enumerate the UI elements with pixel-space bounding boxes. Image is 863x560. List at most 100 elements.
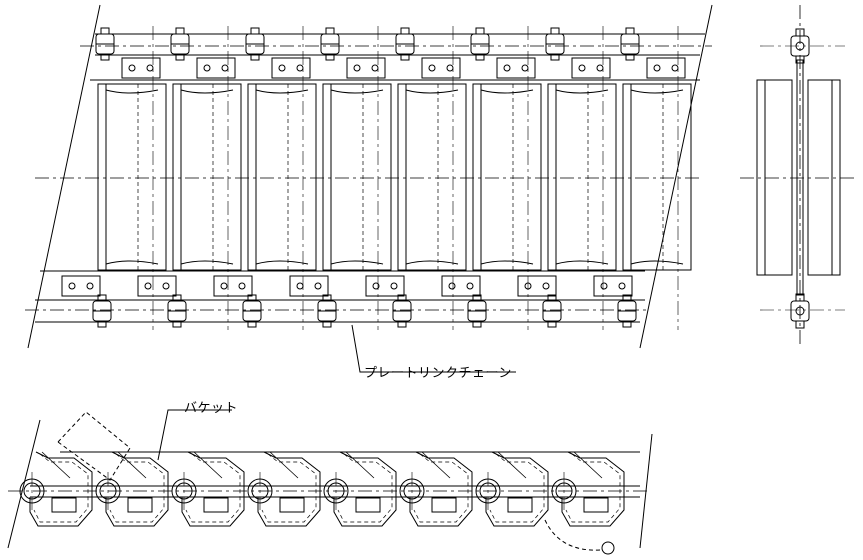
side-bucket [257, 451, 321, 527]
roller-hub [175, 53, 185, 61]
bucket-lug [127, 497, 153, 513]
bucket-lip [630, 260, 684, 265]
bucket-lug [583, 497, 609, 513]
plan-outline-right [639, 4, 713, 349]
pin-hole [446, 64, 454, 72]
bottom-link-plate [213, 275, 253, 297]
roller-hub [250, 27, 260, 35]
bucket-plate [172, 83, 242, 271]
roller-hub [550, 53, 560, 61]
pin-hole [671, 64, 679, 72]
bucket-plate [247, 83, 317, 271]
side-bucket-inner [109, 453, 165, 523]
side-bucket-inner [185, 453, 241, 523]
end-roller-pin [795, 41, 805, 51]
bucket-plate [322, 83, 392, 271]
roller-hub [325, 53, 335, 61]
bucket-lip [555, 89, 609, 94]
side-bucket [29, 451, 93, 527]
side-view [7, 411, 653, 555]
pin-hole [448, 282, 456, 290]
top-link-plate [646, 57, 686, 79]
bucket-diagonal [117, 451, 147, 479]
roller-hub [622, 294, 632, 302]
bucket-lip [330, 89, 384, 94]
leader-lines [157, 324, 516, 461]
pin-hole [600, 282, 608, 290]
end-roller-hub [795, 28, 805, 37]
pin-hole [466, 282, 474, 290]
pin-hole [146, 64, 154, 72]
pin-hole [596, 64, 604, 72]
small-roller [601, 541, 615, 555]
end-roller-hub [795, 55, 805, 64]
plate-link-chain-label: プレートリンクチェーン [364, 366, 512, 381]
bucket-lip [105, 89, 159, 94]
end-bucket-right [807, 79, 841, 276]
pin-hole [390, 282, 398, 290]
pin-hole [203, 64, 211, 72]
roller-hub [400, 53, 410, 61]
pin-hole [578, 64, 586, 72]
roller-hub [175, 27, 185, 35]
top-link-plate [196, 57, 236, 79]
bottom-link-plate [61, 275, 101, 297]
top-link-plate [421, 57, 461, 79]
roller-hub [547, 294, 557, 302]
roller-hub [625, 27, 635, 35]
roller-hub [100, 53, 110, 61]
bucket-diagonal [41, 451, 71, 479]
roller-hub [322, 320, 332, 328]
pin-hole [238, 282, 246, 290]
roller-hub [547, 320, 557, 328]
bucket-lip [330, 260, 384, 265]
roller-hub [100, 27, 110, 35]
bucket-lip [405, 89, 459, 94]
bucket-lip [480, 89, 534, 94]
pin-hole [128, 64, 136, 72]
pin-hole [542, 282, 550, 290]
roller-hub [250, 53, 260, 61]
roller-hub [475, 27, 485, 35]
bucket-lip [480, 260, 534, 265]
pin-hole [372, 282, 380, 290]
roller-hub [97, 320, 107, 328]
bottom-link-plate [441, 275, 481, 297]
pin-hole [162, 282, 170, 290]
hidden-arc [544, 519, 601, 551]
roller-hub [622, 320, 632, 328]
pin-hole [221, 64, 229, 72]
bucket-lip [180, 89, 234, 94]
bucket-lip [255, 260, 309, 265]
roller-hub [172, 294, 182, 302]
pin-hole [353, 64, 361, 72]
pin-hole [521, 64, 529, 72]
tilted-bucket [57, 411, 131, 481]
side-bucket-inner [337, 453, 393, 523]
pin-hole [296, 282, 304, 290]
pin-hole [371, 64, 379, 72]
roller-hub [247, 294, 257, 302]
side-bucket [333, 451, 397, 527]
top-link-plate [121, 57, 161, 79]
side-bucket [105, 451, 169, 527]
roller-hub [322, 294, 332, 302]
roller-hub [97, 294, 107, 302]
bucket-lip [630, 89, 684, 94]
top-link-plate [496, 57, 536, 79]
bucket-lug [51, 497, 77, 513]
bucket-lug [279, 497, 305, 513]
top-link-plate [271, 57, 311, 79]
pin-hole [144, 282, 152, 290]
top-link-plate [346, 57, 386, 79]
bottom-link-plate [365, 275, 405, 297]
end-roller-hub [795, 293, 805, 302]
side-bucket [181, 451, 245, 527]
pin-hole [653, 64, 661, 72]
roller-hub [172, 320, 182, 328]
bucket-lug [507, 497, 533, 513]
bucket-plate [622, 83, 692, 271]
pin-hole [428, 64, 436, 72]
roller-hub [325, 27, 335, 35]
